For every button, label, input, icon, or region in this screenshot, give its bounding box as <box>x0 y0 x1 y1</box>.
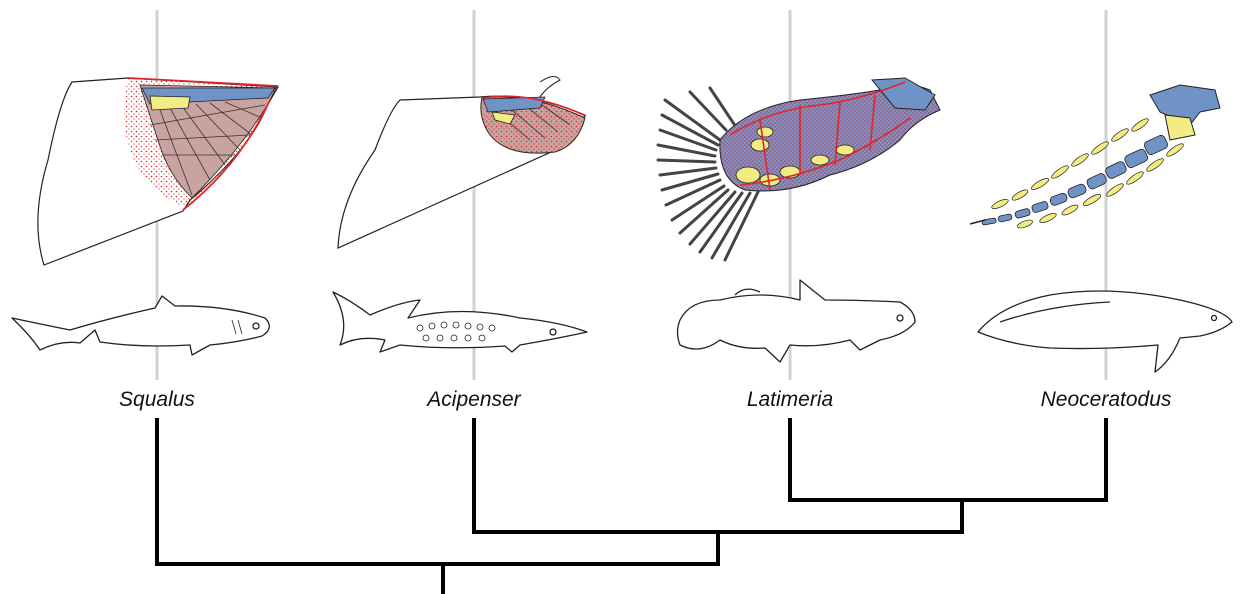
acipenser-fin-skeleton <box>338 76 586 248</box>
phylogenetic-tree <box>157 420 1106 594</box>
branch-latimeria-neoceratodus <box>790 420 1106 500</box>
guide-lines <box>157 10 1106 380</box>
squalus-body-silhouette <box>12 296 269 355</box>
branch-acipenser-sarcopterygii <box>474 420 962 532</box>
latimeria-body-silhouette <box>678 280 916 362</box>
taxon-label-latimeria: Latimeria <box>747 388 833 411</box>
taxon-label-neoceratodus: Neoceratodus <box>1041 388 1172 411</box>
taxon-label-squalus: Squalus <box>119 388 195 411</box>
acipenser-body-silhouette <box>333 292 587 352</box>
latimeria-fin-skeleton <box>658 78 940 260</box>
neoceratodus-fin-skeleton <box>970 85 1220 230</box>
taxon-label-acipenser: Acipenser <box>425 388 521 411</box>
branch-squalus-osteichthyes <box>157 420 718 564</box>
